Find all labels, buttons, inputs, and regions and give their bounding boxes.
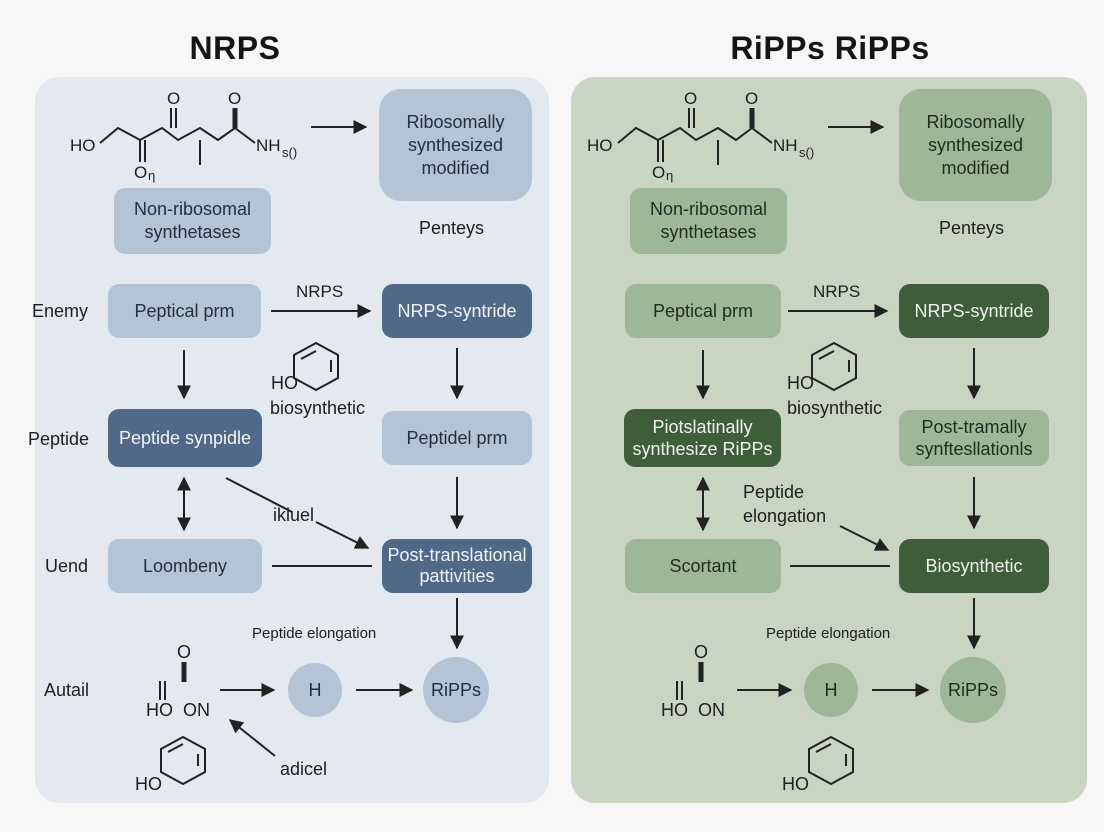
arrow-label-nrps: NRPS (296, 282, 344, 301)
label-ikiuel: ikiuel (273, 505, 315, 525)
box-nrps-syntride: NRPS-syntride (382, 284, 532, 338)
chem-o-low-sub-right: η (666, 168, 673, 183)
row-label-enemy: Enemy (32, 301, 89, 321)
chem-ho-right: HO (587, 136, 613, 155)
arrows-left (177, 120, 464, 757)
row-label-uend: Uend (45, 556, 89, 576)
box-piotslatinally: Piotslatinally synthesize RiPPs (624, 409, 781, 467)
carbonyl-mark-right (676, 662, 704, 700)
box-peptidel-prm: Peptidel prm (382, 411, 532, 465)
box-ribosomally-synthesized: Ribosomally synthesized modified (379, 89, 532, 201)
row-label-autail: Autail (44, 680, 90, 700)
chem-ho: HO (70, 136, 96, 155)
box-biosynthetic-right: Biosynthetic (899, 539, 1049, 593)
ring-icon-left-bottom (160, 735, 206, 786)
arrow-label-nrps-right: NRPS (813, 282, 861, 301)
label-ho-on: HO ON (146, 700, 211, 720)
arrows-right (696, 120, 981, 697)
box-scortant: Scortant (625, 539, 781, 593)
ring-icon-left-mid (293, 341, 339, 392)
label-ho-on-right: HO ON (661, 700, 726, 720)
row-label-peptide: Peptide (28, 429, 90, 449)
label-small-o-right: O (694, 642, 709, 662)
ring-icon-right-mid (811, 341, 857, 392)
label-ring-bottom-ho: HO (135, 774, 162, 794)
chem-o-top-2: O (228, 89, 241, 108)
chem-o-low-sub: η (148, 168, 155, 183)
chem-structure-right (617, 108, 773, 165)
label-ring-bottom-ho-right: HO (782, 774, 809, 794)
label-ring-ho-right: HO (787, 373, 814, 393)
carbonyl-mark-left (159, 662, 187, 700)
label-peptide-elongation: Peptide elongation (252, 625, 377, 642)
circle-ripps: RiPPs (423, 657, 489, 723)
box-peptical-prm-right: Peptical prm (625, 284, 781, 338)
label-biosynthetic: biosynthetic (270, 398, 366, 418)
chem-nh-sub: s() (282, 145, 297, 160)
circle-ripps-right: RiPPs (940, 657, 1006, 723)
box-loombeny: Loombeny (108, 539, 262, 593)
label-biosynthetic-right: biosynthetic (787, 398, 883, 418)
label-penteys: Penteys (419, 218, 485, 238)
box-post-tramally: Post-tramally synftesllationls (899, 410, 1049, 466)
label-peptide-elongation-mid: Peptide elongation (743, 482, 827, 526)
label-small-o: O (177, 642, 192, 662)
chem-nh-right: NH (773, 136, 798, 155)
box-non-ribosomal-right: Non-ribosomal synthetases (630, 188, 787, 254)
chem-o-low: O (134, 163, 147, 182)
label-peptide-elongation-right: Peptide elongation (766, 625, 891, 642)
title-ripps: RiPPs RiPPs (730, 30, 930, 66)
circle-h-right: H (804, 663, 858, 717)
box-peptide-synpidle: Peptide synpidle (108, 409, 262, 467)
circle-h: H (288, 663, 342, 717)
chem-structure-left (99, 108, 256, 165)
chem-o-top-2-right: O (745, 89, 758, 108)
box-ribosomally-synthesized-right: Ribosomally synthesized modified (899, 89, 1052, 201)
title-nrps: NRPS (189, 30, 281, 66)
ring-icon-right-bottom (808, 735, 854, 786)
label-penteys-right: Penteys (939, 218, 1005, 238)
label-adicel: adicel (280, 759, 328, 779)
chem-o-top-1-right: O (684, 89, 697, 108)
box-peptical-prm: Peptical prm (108, 284, 261, 338)
chem-nh-sub-right: s() (799, 145, 814, 160)
chem-nh: NH (256, 136, 281, 155)
chem-o-low-right: O (652, 163, 665, 182)
chem-o-top-1: O (167, 89, 180, 108)
label-ring-ho: HO (271, 373, 298, 393)
box-nrps-syntride-right: NRPS-syntride (899, 284, 1049, 338)
box-post-translational: Post-translational pattivities (382, 539, 532, 593)
box-non-ribosomal: Non-ribosomal synthetases (114, 188, 271, 254)
